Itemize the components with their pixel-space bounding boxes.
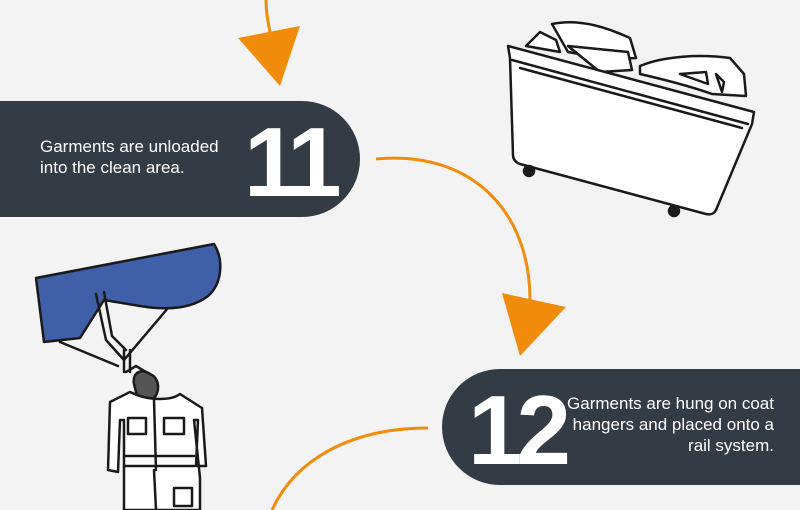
step-11-panel: Garments are unloaded into the clean are… — [0, 101, 360, 217]
step-12-text: Garments are hung on coat hangers and pl… — [567, 394, 774, 455]
laundry-trolley-icon — [506, 20, 756, 218]
flow-arrow-bottom — [270, 426, 429, 510]
flow-arrow-middle — [375, 156, 532, 301]
arrowhead-middle — [502, 293, 566, 356]
step-11-number: 11 — [244, 107, 342, 217]
flow-arrow-top — [264, 0, 272, 33]
arrowhead-top — [238, 26, 300, 86]
step-12-panel: 12 Garments are hung on coat hangers and… — [442, 369, 800, 485]
step-12-number: 12 — [468, 375, 571, 485]
coverall-on-hanger-icon — [34, 242, 222, 510]
step-11-text: Garments are unloaded into the clean are… — [40, 137, 219, 177]
